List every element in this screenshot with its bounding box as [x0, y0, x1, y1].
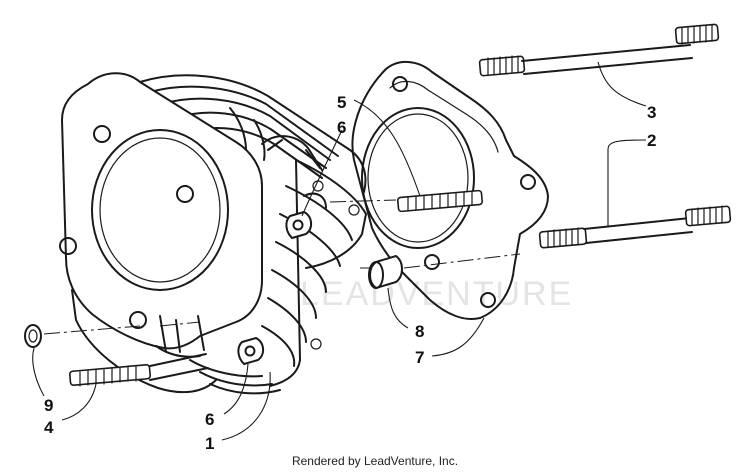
leader-line-7 [431, 317, 485, 357]
center-line [329, 199, 397, 203]
o-ring[interactable] [24, 324, 42, 348]
leader-line-1 [221, 371, 271, 441]
long-stud-bolt-upper[interactable] [478, 23, 720, 77]
leader-line-5 [353, 99, 421, 197]
center-line [360, 253, 521, 269]
cylinder-bolt-hole [59, 237, 77, 255]
leader-line-4 [61, 383, 97, 421]
dowel-pin[interactable] [368, 255, 403, 289]
leader-line-9 [32, 347, 45, 397]
callout-6-upper: 6 [337, 118, 346, 137]
flange-nut-upper[interactable] [285, 211, 312, 239]
callout-9: 9 [44, 396, 53, 415]
callout-2: 2 [647, 131, 656, 150]
callout-5: 5 [337, 93, 346, 112]
cylinder-bolt-hole [129, 311, 147, 329]
cylinder-body[interactable] [59, 72, 367, 395]
gasket-bolt-hole [520, 174, 536, 190]
callout-3: 3 [647, 103, 656, 122]
cylinder-bolt-hole [93, 125, 111, 143]
callout-8: 8 [415, 322, 424, 341]
cylinder-base-gasket[interactable] [351, 61, 549, 320]
callout-1: 1 [205, 434, 214, 453]
callout-7: 7 [415, 348, 424, 367]
watermark: LEADVENTURE [300, 275, 573, 313]
gasket-bolt-hole [480, 292, 496, 308]
center-line [43, 321, 201, 335]
short-stud-bolt[interactable] [396, 189, 484, 213]
leader-line-6-lower [223, 363, 249, 415]
credit-footer: Rendered by LeadVenture, Inc. [291, 454, 459, 468]
leader-line-6-upper [301, 129, 343, 217]
leader-line-3 [597, 61, 647, 107]
leader-line-8 [387, 287, 409, 329]
long-stud-bolt-lower[interactable] [538, 205, 732, 249]
gasket-bolt-hole [424, 254, 440, 270]
cylinder-bolt-hole [176, 185, 194, 203]
gasket-bolt-hole [392, 76, 408, 92]
leader-line-2 [607, 139, 647, 226]
callout-4: 4 [44, 418, 54, 437]
cylinder-stud-bolt[interactable] [68, 353, 209, 387]
callout-6-lower: 6 [205, 410, 214, 429]
flange-nut-lower[interactable] [237, 337, 264, 365]
